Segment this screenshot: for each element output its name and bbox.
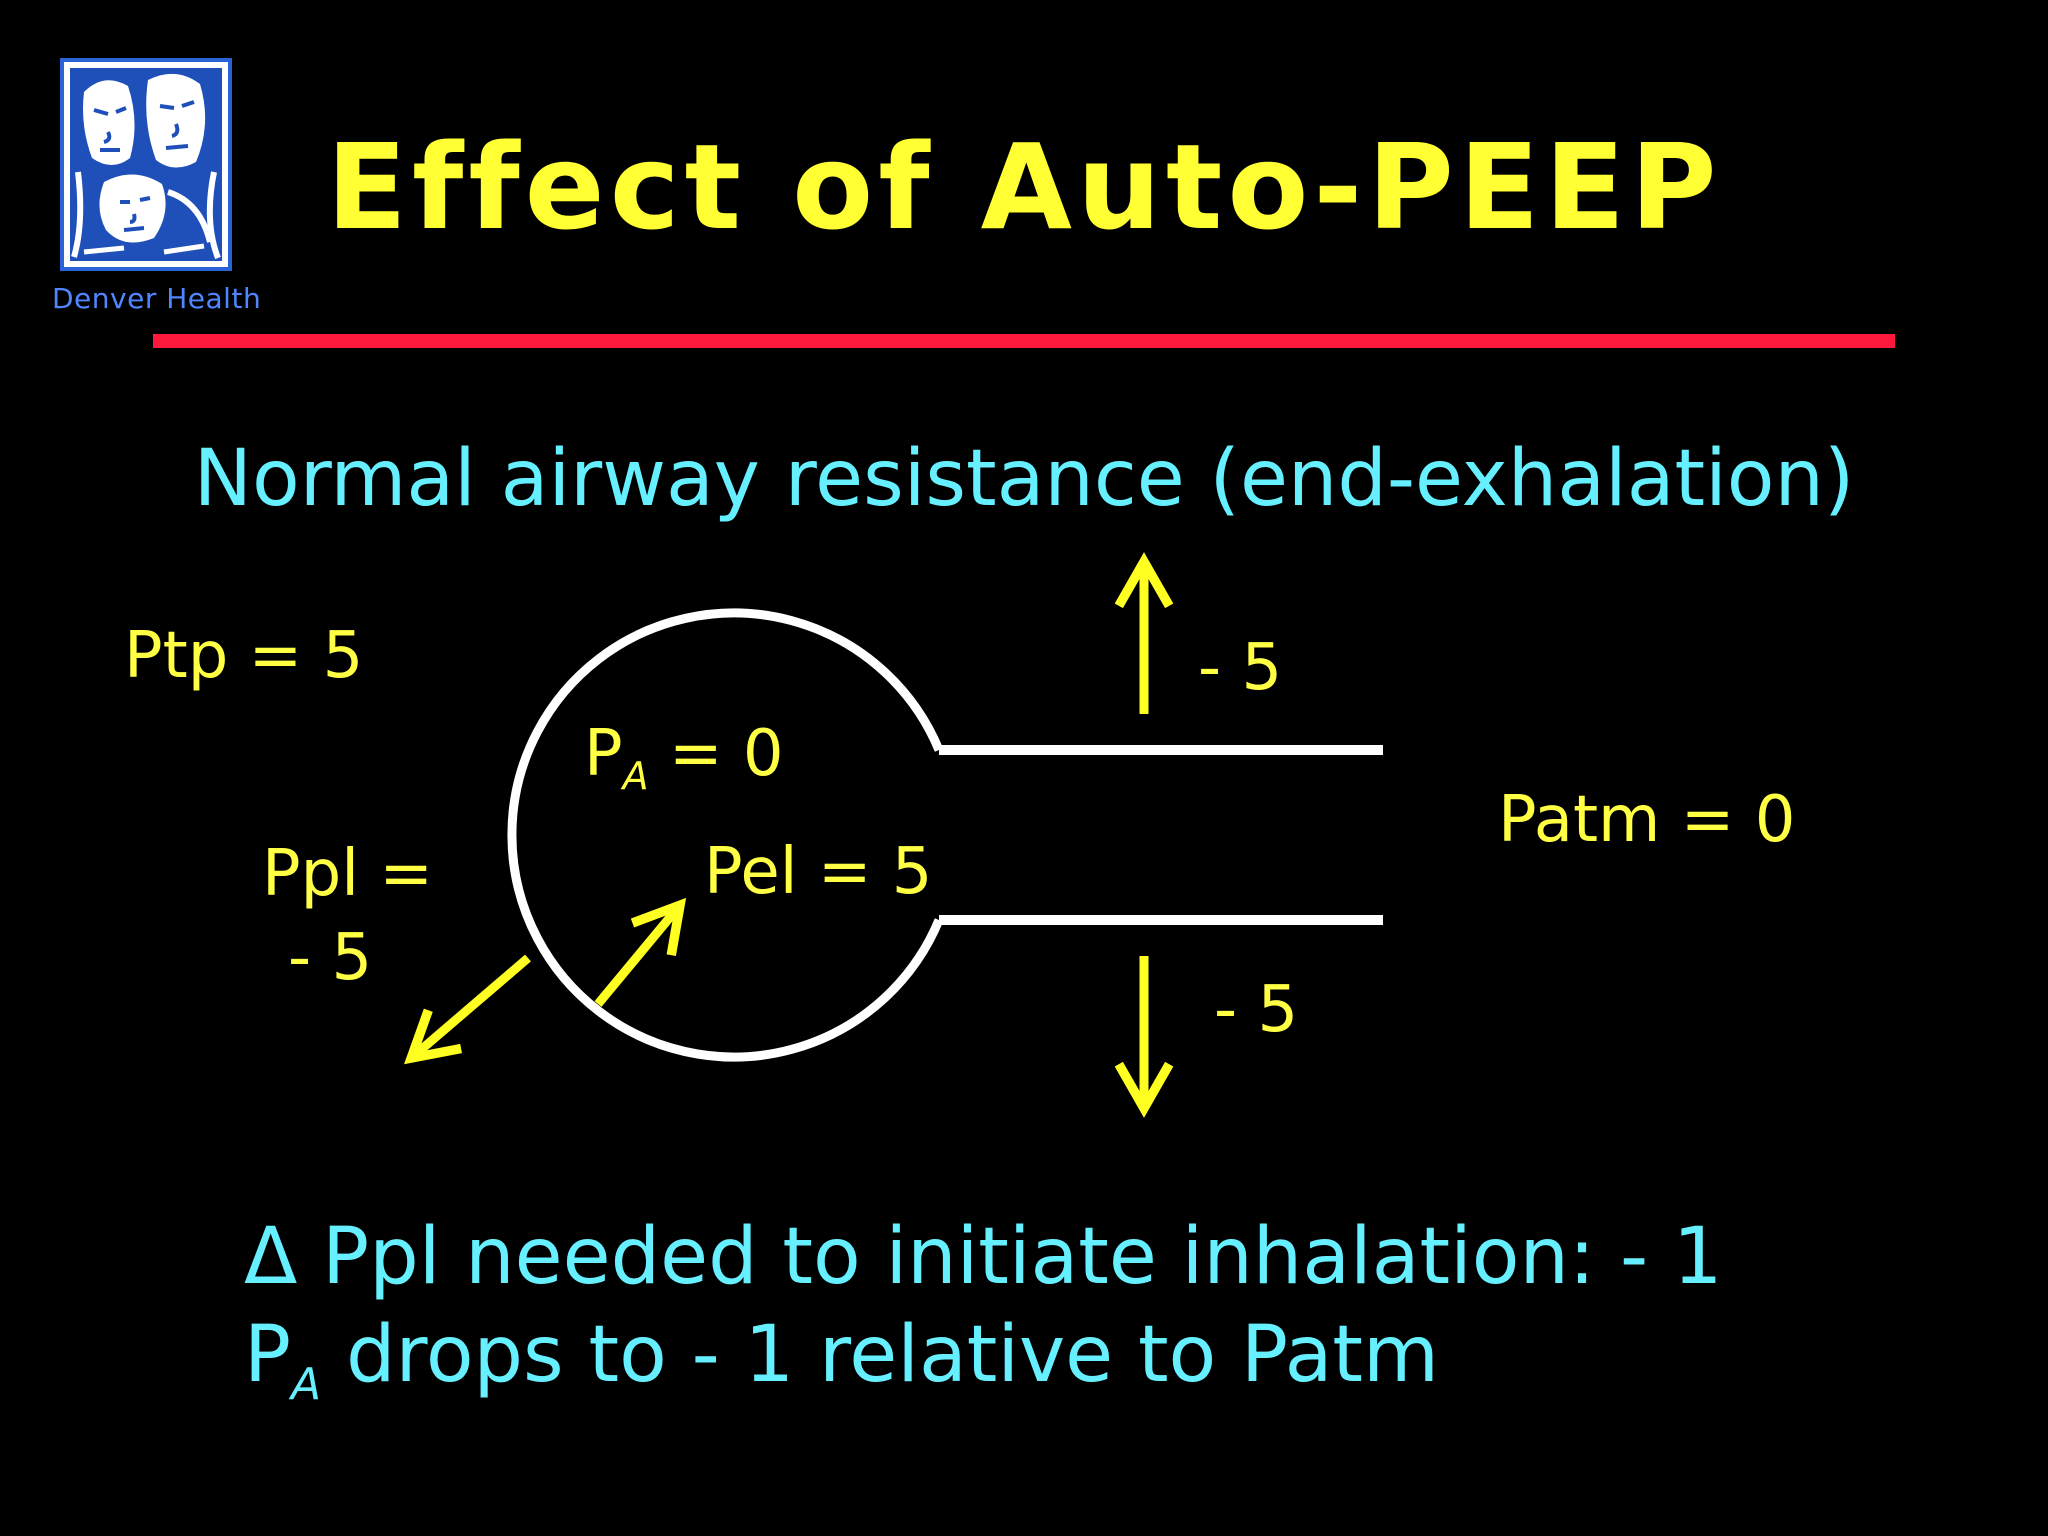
ptp-label: Ptp = 5: [124, 619, 364, 693]
slide-title: Effect of Auto-PEEP: [326, 118, 1722, 256]
down-pressure-label: - 5: [1214, 973, 1299, 1047]
note-line-2-text: drops to - 1 relative to Patm: [321, 1310, 1439, 1400]
note-line-2-pa-subscript: A: [291, 1359, 322, 1410]
note-line-2: PA drops to - 1 relative to Patm: [244, 1316, 1439, 1407]
pa-subscript: A: [622, 754, 649, 798]
pel-label: Pel = 5: [704, 835, 933, 909]
pa-main: P: [584, 717, 623, 791]
ppl-label-line1: Ppl =: [262, 837, 433, 911]
pel-arrow: [594, 897, 687, 1007]
ppl-label-line2: - 5: [288, 921, 373, 995]
ppl-arrow: [403, 954, 531, 1065]
patm-label: Patm = 0: [1498, 783, 1796, 857]
denver-health-logo: [60, 58, 232, 271]
logo-caption: Denver Health: [52, 282, 262, 315]
alveolus-outline: [507, 608, 944, 1062]
slide-subtitle: Normal airway resistance (end-exhalation…: [193, 434, 1855, 524]
note-line-1: Δ Ppl needed to initiate inhalation: - 1: [244, 1218, 1723, 1296]
family-logo-icon: [64, 62, 228, 267]
note-line-2-pa: P: [244, 1310, 292, 1400]
pa-value: = 0: [648, 717, 784, 791]
title-divider: [153, 334, 1895, 348]
note-line-1-text: Ppl needed to initiate inhalation: - 1: [297, 1212, 1723, 1302]
up-pressure-label: - 5: [1198, 631, 1283, 705]
pa-label: PA = 0: [584, 722, 784, 795]
delta-symbol: Δ: [244, 1212, 298, 1302]
